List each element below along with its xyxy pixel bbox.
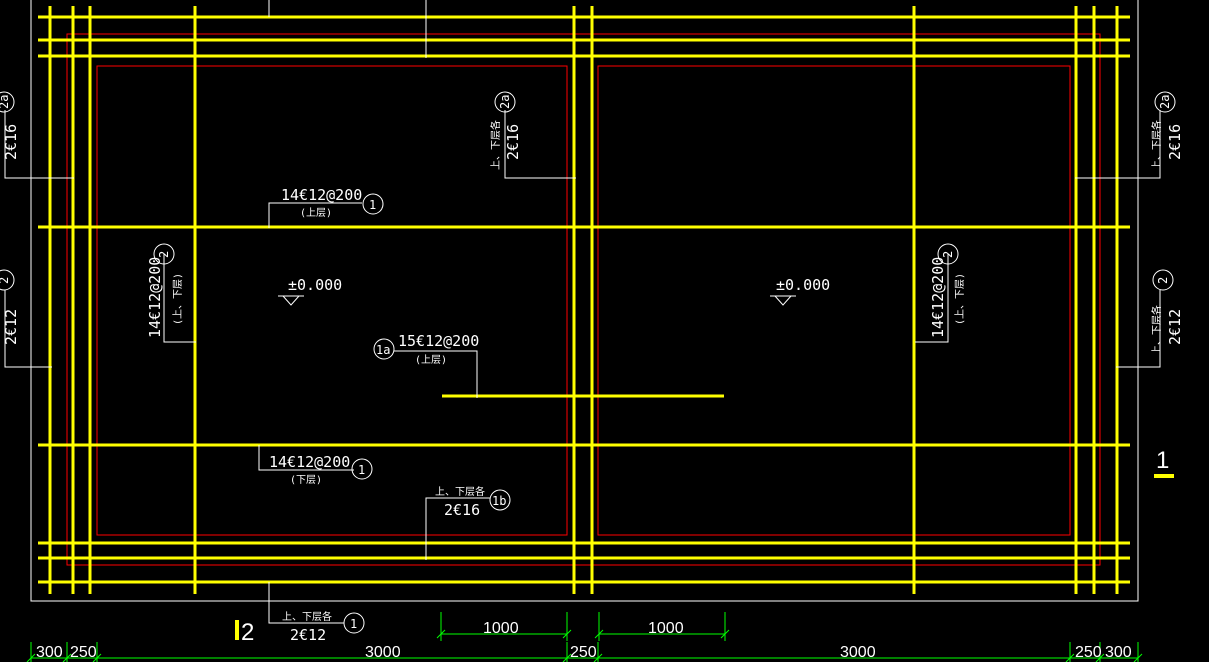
section-mark-bottom: 2	[241, 619, 254, 646]
bar-id-mid: 1a	[376, 343, 390, 357]
bar-layer-right-vertical: (上、下层)	[954, 273, 966, 325]
bar-label-left-vertical: 14€12@200	[146, 257, 164, 338]
bar-id-bottom-edge: 1	[350, 617, 357, 631]
dim-bottom-300-left: 300	[36, 644, 63, 661]
bar-label-bottom-1b: 2€16	[444, 501, 480, 519]
section-bar-right	[1154, 474, 1174, 478]
section-bar-bottom	[235, 620, 239, 640]
bar-id-bottom-main: 1	[358, 463, 365, 477]
elevation-mark-left	[278, 295, 304, 306]
bar-id-center-top: 2a	[498, 95, 512, 109]
bar-id-left-mid: 2	[0, 277, 11, 284]
bar-id-circles	[0, 91, 1176, 634]
bar-layer-left-vertical: (上、下层)	[172, 273, 184, 325]
bar-layer-mid: (上层)	[415, 354, 447, 366]
bar-id-top-main: 1	[369, 198, 376, 212]
dim-upper-right: 1000	[648, 620, 684, 637]
dim-bottom-300-right: 300	[1105, 644, 1132, 661]
bar-label-left-top: 2€16	[2, 124, 20, 160]
leader-lines	[4, 0, 1161, 624]
bar-label-right-mid: 2€12	[1166, 309, 1184, 345]
bar-layer-right-mid: 上、下层各	[1150, 305, 1163, 355]
bar-label-bottom-edge: 2€12	[290, 626, 326, 644]
elevation-mark-right	[770, 295, 796, 306]
bar-label-mid: 15€12@200	[398, 332, 479, 350]
bar-layer-right-top: 上、下层各	[1150, 120, 1163, 170]
bar-layer-bottom-edge: 上、下层各	[282, 610, 332, 623]
bar-layer-top-main: (上层)	[300, 207, 332, 219]
bar-label-right-top: 2€16	[1166, 124, 1184, 160]
bar-id-right-top: 2a	[1158, 95, 1172, 109]
dim-bottom-3000-right: 3000	[840, 644, 876, 661]
bar-id-right-mid: 2	[1156, 277, 1170, 284]
bar-id-left-top: 2a	[0, 95, 11, 109]
dim-upper-left: 1000	[483, 620, 519, 637]
bar-id-left-vertical: 2	[157, 251, 171, 258]
dim-bottom-250-mid: 250	[570, 644, 597, 661]
bar-layer-center-top: 上、下层各	[489, 120, 502, 170]
bar-label-right-vertical: 14€12@200	[929, 257, 947, 338]
slab-boundary	[30, 0, 1139, 602]
rebar-vertical	[48, 6, 1119, 594]
dim-bottom-3000-left: 3000	[365, 644, 401, 661]
dimension-ticks	[26, 629, 1143, 662]
elevation-text-right: ±0.000	[776, 276, 830, 294]
rebar-horizontal	[38, 15, 1130, 584]
bar-label-center-top: 2€16	[504, 124, 522, 160]
bar-id-bottom-1b: 1b	[492, 494, 506, 508]
concrete-outline	[66, 33, 1101, 566]
bar-layer-bottom-main: (下层)	[290, 474, 322, 486]
dim-bottom-250-right: 250	[1075, 644, 1102, 661]
section-mark-right: 1	[1156, 447, 1169, 474]
bar-label-top-main: 14€12@200	[281, 186, 362, 204]
bar-label-bottom-main: 14€12@200	[269, 453, 350, 471]
bar-label-left-mid: 2€12	[2, 309, 20, 345]
bar-id-right-vertical: 2	[941, 251, 955, 258]
dim-bottom-250-left: 250	[70, 644, 97, 661]
elevation-text-left: ±0.000	[288, 276, 342, 294]
bar-layer-bottom-1b: 上、下层各	[435, 485, 485, 498]
